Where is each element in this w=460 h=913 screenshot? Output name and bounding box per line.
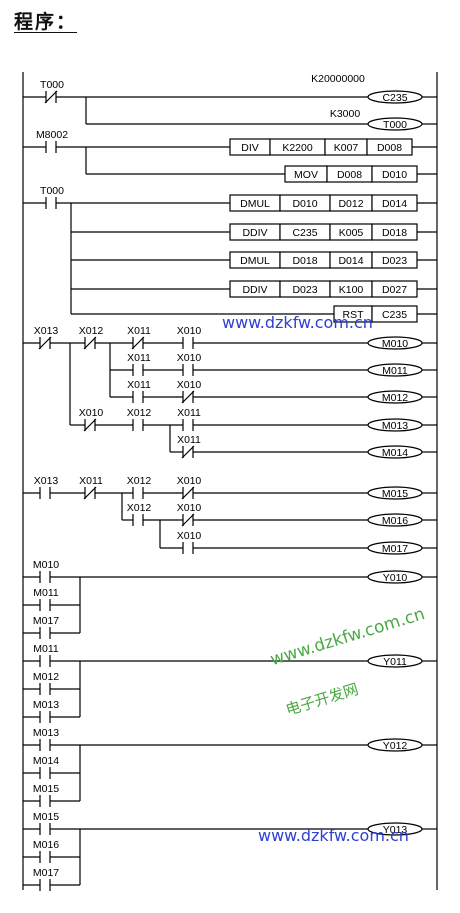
wire [181, 486, 195, 500]
label: K100 [339, 284, 364, 296]
label: M012 [382, 392, 408, 404]
label: Y010 [383, 572, 408, 584]
label: M013 [33, 727, 59, 739]
label: DMUL [240, 255, 270, 267]
label: M017 [33, 615, 59, 627]
label: T000 [40, 79, 64, 91]
label: M011 [33, 587, 59, 599]
label: X010 [177, 502, 202, 514]
label: X012 [79, 325, 104, 337]
label: M017 [33, 867, 59, 879]
label: M014 [382, 447, 408, 459]
label: DMUL [240, 198, 270, 210]
wire [83, 336, 97, 350]
label: X012 [127, 407, 152, 419]
label: X010 [177, 352, 202, 364]
label: C235 [382, 309, 407, 321]
label: M013 [382, 420, 408, 432]
label: X012 [127, 475, 152, 487]
label: X010 [177, 475, 202, 487]
label: X013 [34, 475, 59, 487]
label: D014 [382, 198, 407, 210]
label: M8002 [36, 129, 68, 141]
label: X011 [127, 352, 151, 364]
label: X010 [177, 530, 202, 542]
label: D008 [377, 142, 402, 154]
label: K3000 [330, 108, 361, 120]
label: K007 [334, 142, 359, 154]
label: D023 [292, 284, 317, 296]
wire [181, 513, 195, 527]
label: X010 [177, 325, 202, 337]
label: T000 [383, 119, 407, 131]
label: D027 [382, 284, 407, 296]
label: X011 [127, 325, 151, 337]
label: K005 [339, 227, 364, 239]
label: X011 [177, 407, 201, 419]
label: D010 [382, 169, 407, 181]
label: X011 [127, 379, 151, 391]
watermark-url: www.dzkfw.com.cn [222, 313, 373, 332]
label: K20000000 [311, 73, 365, 85]
label: X010 [79, 407, 104, 419]
label: D023 [382, 255, 407, 267]
page-title: 程序： [14, 11, 78, 33]
label: X013 [34, 325, 59, 337]
label: C235 [292, 227, 317, 239]
wire [181, 390, 195, 404]
label: D010 [292, 198, 317, 210]
label: C235 [382, 92, 407, 104]
label: M014 [33, 755, 59, 767]
label: DDIV [242, 284, 267, 296]
label: Y012 [383, 740, 408, 752]
label: X010 [177, 379, 202, 391]
label: Y013 [383, 824, 408, 836]
label: X012 [127, 502, 152, 514]
watermark-url-bottom: www.dzkfw.com.cn [258, 826, 409, 845]
label: M015 [33, 783, 59, 795]
label: T000 [40, 185, 64, 197]
label: M011 [33, 643, 59, 655]
wire [83, 486, 97, 500]
label: MOV [294, 169, 318, 181]
label: M012 [33, 671, 59, 683]
wire [83, 418, 97, 432]
wire [131, 336, 145, 350]
label: Y011 [383, 656, 407, 668]
label: X011 [79, 475, 103, 487]
label: D008 [337, 169, 362, 181]
label: M017 [382, 543, 408, 555]
label: M016 [382, 515, 408, 527]
label: M011 [382, 365, 408, 377]
wire [38, 336, 52, 350]
label: M015 [33, 811, 59, 823]
label: DDIV [242, 227, 267, 239]
label: X011 [177, 434, 201, 446]
label: M016 [33, 839, 59, 851]
label: K2200 [282, 142, 313, 154]
label: D018 [292, 255, 317, 267]
label: D012 [338, 198, 363, 210]
label: M013 [33, 699, 59, 711]
label: RST [343, 309, 365, 321]
wire [44, 90, 58, 104]
label: M010 [382, 338, 408, 350]
label: M015 [382, 488, 408, 500]
wire [181, 445, 195, 459]
label: DIV [241, 142, 259, 154]
label: D014 [338, 255, 363, 267]
label: M010 [33, 559, 59, 571]
label: D018 [382, 227, 407, 239]
